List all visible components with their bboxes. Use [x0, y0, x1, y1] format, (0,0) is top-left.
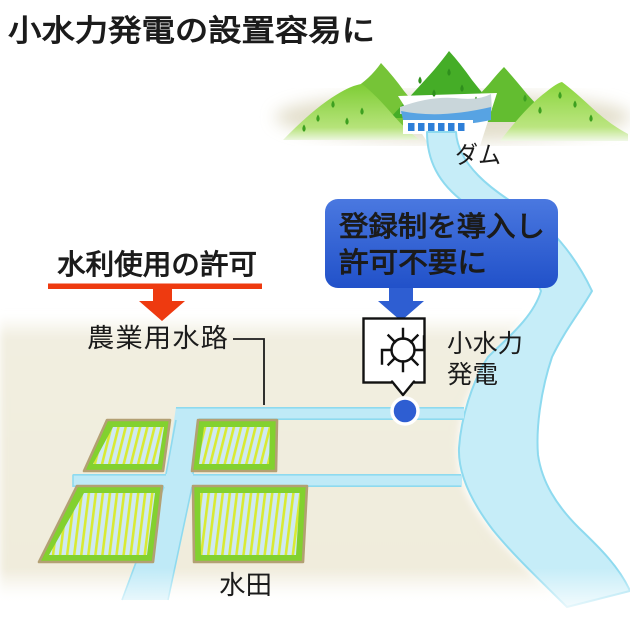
hydro-label-line2: 発電	[447, 361, 498, 389]
paddy-field	[37, 484, 164, 564]
callout-down-arrow-icon	[378, 288, 424, 321]
mountain-front-left	[283, 84, 420, 140]
callout-text-line1: 登録制を導入し	[338, 210, 545, 242]
intake-point-marker	[390, 396, 420, 426]
paddy-field	[190, 418, 279, 473]
permit-annotation: 水利使用の許可	[48, 249, 262, 321]
paddy-label: 水田	[219, 570, 272, 600]
hydro-label-line1: 小水力	[447, 330, 523, 358]
permit-underline	[48, 283, 262, 289]
dam-label: ダム	[455, 142, 501, 169]
permit-down-arrow-icon	[139, 289, 185, 321]
canal-leader-line	[233, 338, 265, 405]
river	[426, 131, 630, 608]
bottom-fade	[0, 568, 630, 630]
power-plant-icon	[362, 317, 426, 397]
paddy-field	[191, 484, 309, 564]
dam-icon	[400, 94, 492, 134]
permit-label: 水利使用の許可	[57, 249, 257, 280]
hydro-label: 小水力 発電	[447, 330, 523, 389]
rice-paddies	[37, 418, 309, 564]
canal-annotation: 農業用水路	[87, 323, 265, 405]
canal-label: 農業用水路	[87, 323, 229, 353]
callout-text-line2: 許可不要に	[339, 247, 487, 278]
registration-callout: 登録制を導入し 許可不要に	[325, 199, 558, 321]
paddy-field	[82, 418, 172, 473]
mountain-front-right	[500, 82, 628, 141]
page-title: 小水力発電の設置容易に	[8, 14, 375, 48]
mountains-illustration	[283, 51, 628, 154]
